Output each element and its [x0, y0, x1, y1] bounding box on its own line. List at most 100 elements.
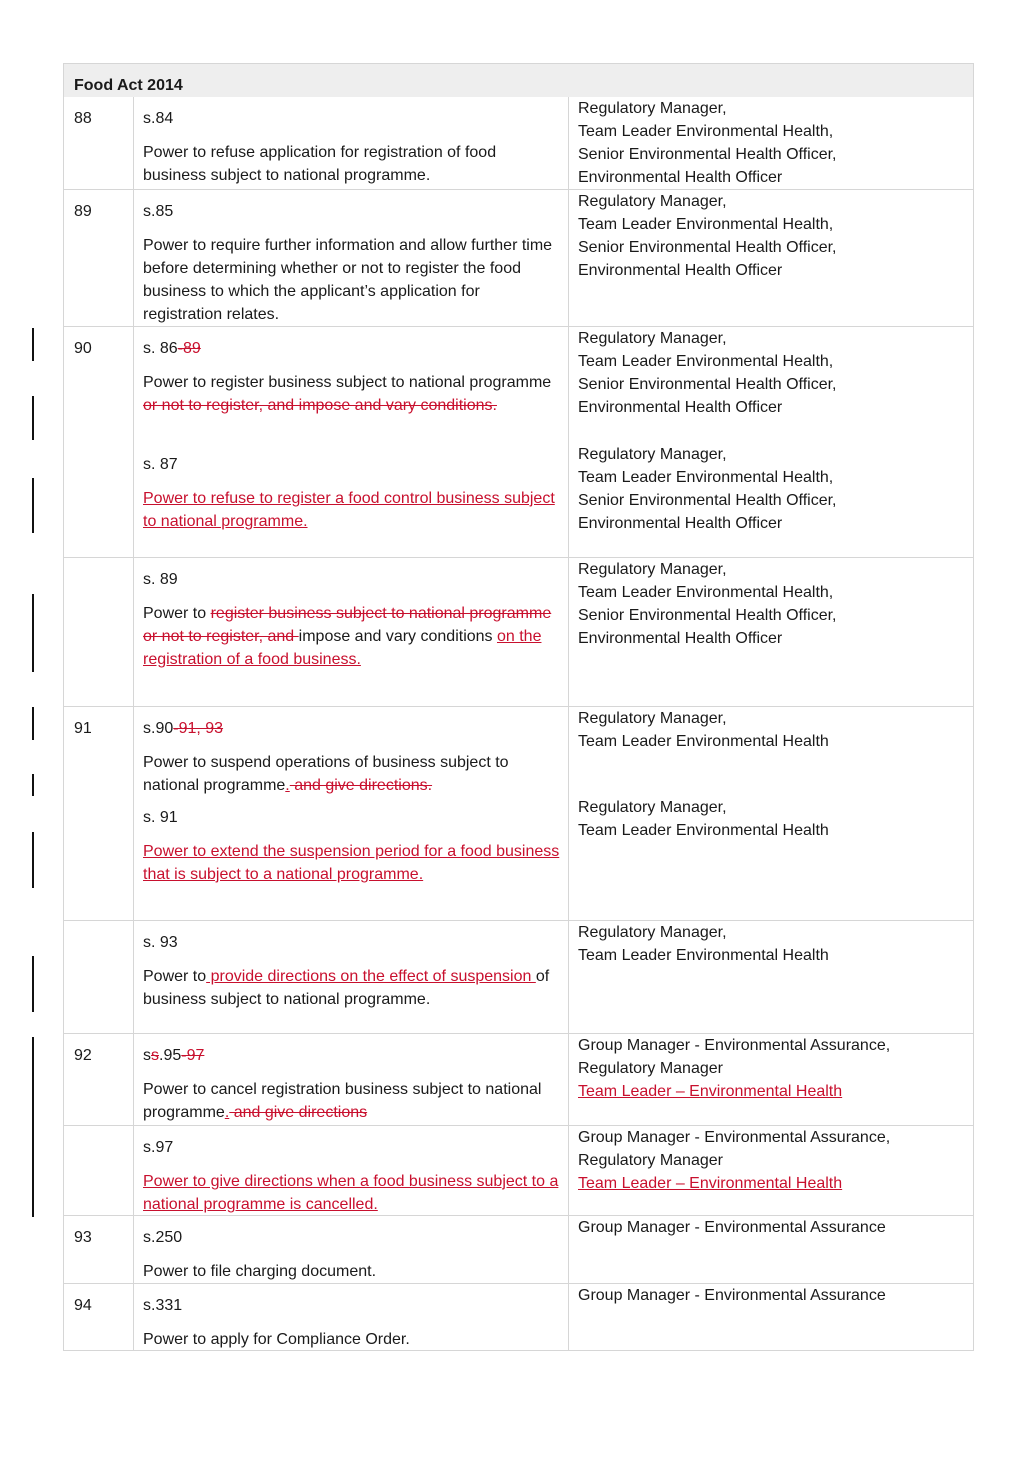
change-bar	[32, 1037, 34, 1217]
text-run: s.85	[143, 203, 174, 220]
delegation-number	[64, 921, 134, 1033]
deleted-text: or not to register, and impose and vary …	[143, 397, 497, 414]
delegate-role: Regulatory Manager,	[578, 97, 965, 120]
inserted-text: .	[285, 777, 290, 794]
delegate-cell: Regulatory Manager,Team Leader Environme…	[569, 707, 973, 796]
inserted-text: Power to refuse to register a food contr…	[143, 490, 555, 530]
text-run: impose and vary conditions	[298, 628, 497, 645]
section-reference: ss.95-97	[143, 1044, 560, 1067]
inserted-text: Power to give directions when a food bus…	[143, 1173, 559, 1213]
delegate-role: Environmental Health Officer	[578, 259, 965, 282]
text-run: Regulatory Manager	[578, 1060, 723, 1077]
delegate-role: Team Leader Environmental Health,	[578, 213, 965, 236]
delegate-role: Environmental Health Officer	[578, 512, 965, 535]
delegation-number: 88	[64, 97, 134, 189]
power-description: Power to require further information and…	[143, 234, 560, 326]
delegate-cell: Regulatory Manager,Team Leader Environme…	[569, 327, 973, 443]
power-description: Power to register business subject to na…	[143, 602, 560, 671]
text-run: Regulatory Manager,	[578, 330, 727, 347]
inserted-text: Team Leader – Environmental Health	[578, 1175, 843, 1192]
delegation-number: 90	[64, 327, 134, 443]
section-reference: s.85	[143, 200, 560, 223]
delegate-cell: Regulatory Manager,Team Leader Environme…	[569, 97, 973, 189]
deleted-text: -89	[177, 340, 201, 357]
text-run: s.90	[143, 720, 174, 737]
delegate-role: Team Leader Environmental Health,	[578, 466, 965, 489]
text-run: Power to suspend operations of business …	[143, 754, 509, 794]
section-reference: s.97	[143, 1136, 560, 1159]
text-run: Group Manager - Environmental Assurance	[578, 1219, 886, 1236]
delegate-role: Team Leader Environmental Health	[578, 944, 965, 967]
section-reference: s.84	[143, 107, 560, 130]
delegation-number	[64, 558, 134, 706]
text-run: Team Leader Environmental Health,	[578, 584, 834, 601]
delegate-cell: Regulatory Manager, Team Leader Environme…	[569, 796, 973, 920]
text-run: s.84	[143, 110, 174, 127]
delegate-role: Regulatory Manager,	[578, 190, 965, 213]
delegate-role: Regulatory Manager	[578, 1057, 965, 1080]
delegate-role: Regulatory Manager,	[578, 796, 965, 819]
text-run: Power to require further information and…	[143, 237, 553, 323]
section-reference: s. 86-89	[143, 337, 560, 360]
section-reference: s. 87	[143, 453, 560, 476]
text-run: Team Leader Environmental Health	[578, 822, 829, 839]
power-description: Power to provide directions on the effec…	[143, 965, 560, 1011]
text-run: s.97	[143, 1139, 174, 1156]
deleted-text: -97	[181, 1047, 205, 1064]
text-run: Environmental Health Officer	[578, 515, 783, 532]
power-description: Power to refuse application for registra…	[143, 141, 560, 187]
inserted-text: on the registration of a food business.	[143, 628, 542, 668]
change-bar	[32, 594, 34, 672]
delegate-cell: Regulatory Manager,Team Leader Environme…	[569, 921, 973, 1033]
change-bar	[32, 956, 34, 1012]
text-run: s. 86	[143, 340, 178, 357]
delegate-role: Environmental Health Officer	[578, 396, 965, 419]
text-run: Team Leader Environmental Health,	[578, 469, 834, 486]
power-description: Power to cancel registration business su…	[143, 1078, 560, 1124]
text-run: Group Manager - Environmental Assurance,	[578, 1037, 891, 1054]
text-run: Senior Environmental Health Officer,	[578, 492, 837, 509]
text-run: Power to apply for Compliance Order.	[143, 1331, 410, 1348]
inserted-text: .	[224, 1104, 230, 1121]
delegate-cell: Regulatory Manager, Team Leader Environme…	[569, 443, 973, 557]
delegate-role: Environmental Health Officer	[578, 166, 965, 189]
delegate-role: Regulatory Manager,	[578, 707, 965, 730]
delegate-role: Senior Environmental Health Officer,	[578, 373, 965, 396]
delegate-role: Group Manager - Environmental Assurance,	[578, 1126, 965, 1149]
deleted-text: -91, 93	[173, 720, 224, 737]
delegate-role: Regulatory Manager	[578, 1149, 965, 1172]
power-description: Power to apply for Compliance Order.	[143, 1328, 560, 1351]
delegation-number: 89	[64, 190, 134, 326]
text-run: s. 87	[143, 456, 178, 473]
change-bar	[32, 832, 34, 888]
delegate-role: Group Manager - Environmental Assurance	[578, 1216, 965, 1239]
text-run: Group Manager - Environmental Assurance	[578, 1287, 886, 1304]
text-run: s. 89	[143, 571, 178, 588]
section-reference: s.90-91, 93	[143, 717, 560, 740]
text-run: Regulatory Manager,	[578, 100, 727, 117]
text-run: Regulatory Manager,	[578, 799, 727, 816]
delegate-role: Team Leader Environmental Health	[578, 819, 965, 842]
text-run: s	[143, 1047, 151, 1064]
delegate-role: Regulatory Manager,	[578, 443, 965, 466]
power-description: Power to file charging document.	[143, 1260, 560, 1283]
section-reference: s. 93	[143, 931, 560, 954]
delegate-role: Group Manager - Environmental Assurance	[578, 1284, 965, 1307]
text-run: of business subject to national programm…	[143, 968, 550, 1008]
delegate-role: Regulatory Manager,	[578, 558, 965, 581]
text-run: Senior Environmental Health Officer,	[578, 146, 837, 163]
delegate-role: Environmental Health Officer	[578, 627, 965, 650]
text-run: Environmental Health Officer	[578, 262, 783, 279]
